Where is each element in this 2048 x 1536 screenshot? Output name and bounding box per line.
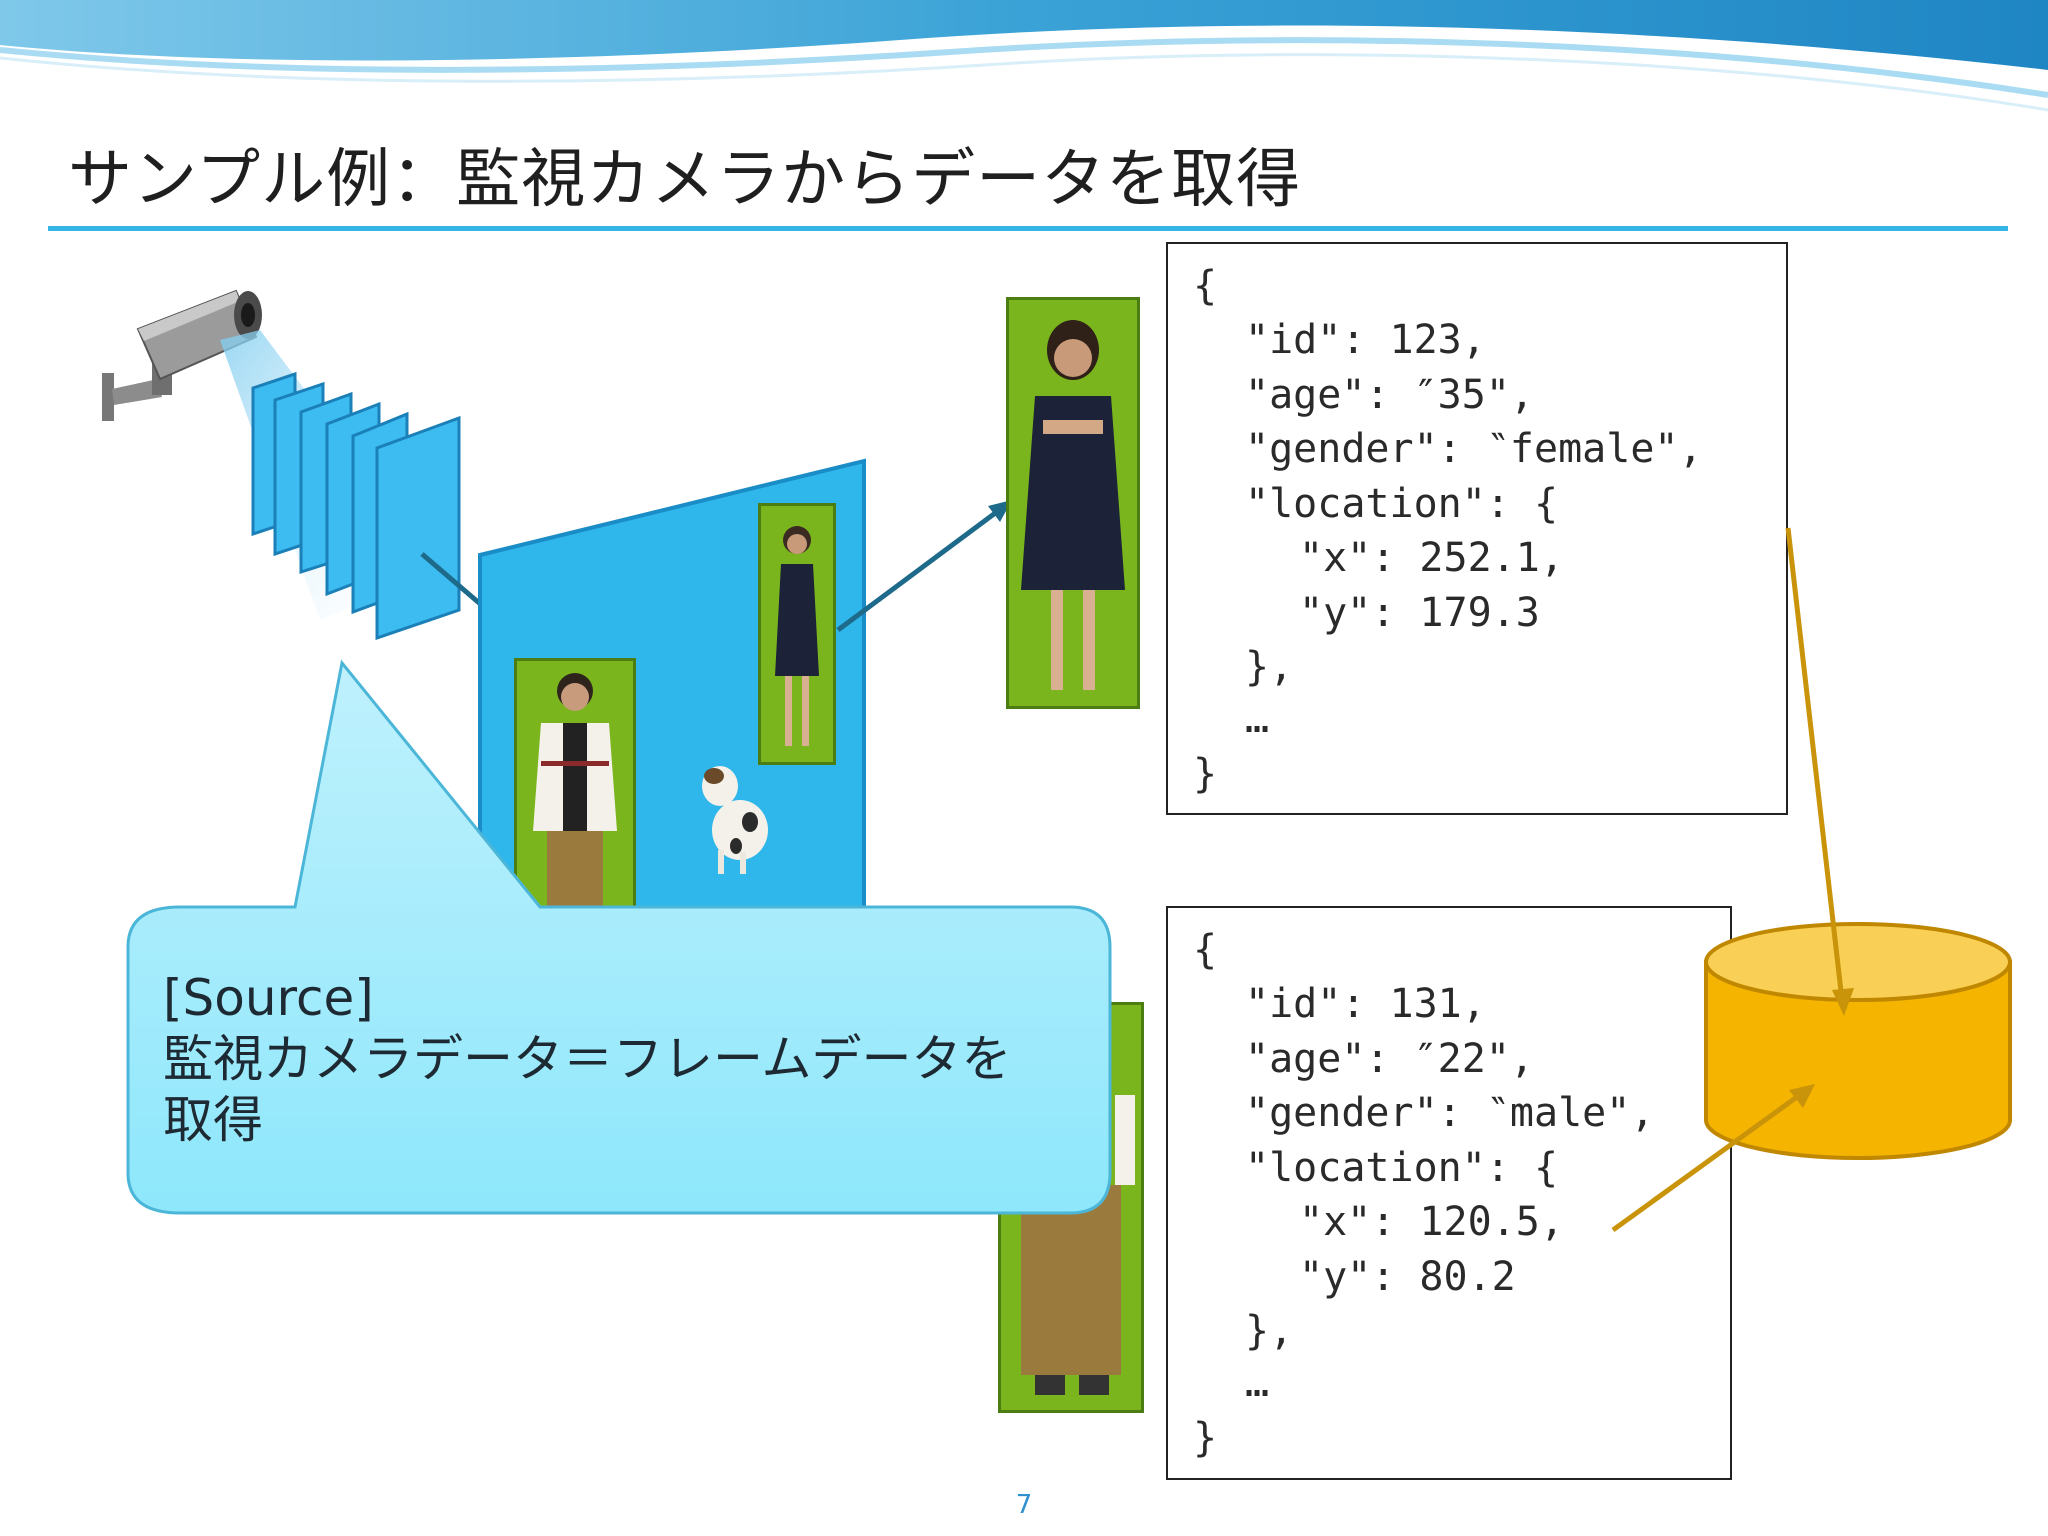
source-callout-bubble bbox=[126, 659, 1112, 1215]
json-line: "location": { bbox=[1245, 481, 1559, 527]
json-record-1: { "id": 123, "age": ″35", "gender": ‶fem… bbox=[1166, 242, 1788, 815]
json-line: "id": 131, bbox=[1245, 981, 1486, 1027]
video-frames-stack bbox=[251, 371, 461, 640]
json-line: "location": { bbox=[1245, 1145, 1559, 1191]
json-line: }, bbox=[1245, 644, 1294, 690]
json-line: "x": 252.1, bbox=[1299, 535, 1564, 581]
json-line: "id": 123, bbox=[1245, 317, 1486, 363]
json-line: } bbox=[1193, 1415, 1218, 1461]
callout-heading: [Source] bbox=[163, 969, 374, 1027]
callout-body-line: 監視カメラデータ＝フレームデータを bbox=[163, 1030, 1012, 1088]
json-line: "x": 120.5, bbox=[1299, 1199, 1564, 1245]
arrow-json2-to-database bbox=[1611, 1084, 1815, 1233]
json-line: … bbox=[1245, 1360, 1270, 1406]
json-line: "y": 80.2 bbox=[1299, 1254, 1516, 1300]
slide-title: サンプル例：監視カメラからデータを取得 bbox=[68, 143, 1302, 217]
cropped-person-woman bbox=[1006, 297, 1140, 709]
json-line: { bbox=[1193, 263, 1218, 309]
json-line: "gender": ‶male", bbox=[1245, 1090, 1655, 1136]
security-camera-icon bbox=[102, 289, 262, 421]
title-underline bbox=[48, 226, 2008, 231]
arrow-frame-to-crop-top bbox=[836, 500, 1012, 633]
person-photo-woman-small bbox=[758, 503, 836, 765]
json-line: "age": ″35", bbox=[1245, 372, 1534, 418]
json-line: … bbox=[1245, 696, 1270, 742]
callout-text: [Source] 監視カメラデータ＝フレームデータを 取得 bbox=[163, 968, 1063, 1151]
json-line: "y": 179.3 bbox=[1299, 590, 1540, 636]
page-number: 7 bbox=[1015, 1490, 1033, 1520]
arrow-json1-to-database bbox=[1785, 527, 1854, 1016]
header-wave-decoration bbox=[0, 0, 2048, 112]
dog-photo bbox=[702, 766, 768, 874]
json-line: { bbox=[1193, 927, 1218, 973]
json-line: }, bbox=[1245, 1308, 1294, 1354]
json-line: } bbox=[1193, 751, 1218, 797]
json-line: "age": ″22", bbox=[1245, 1036, 1534, 1082]
callout-body-line: 取得 bbox=[163, 1091, 263, 1149]
json-line: "gender": ‶female", bbox=[1245, 426, 1703, 472]
json-record-2: { "id": 131, "age": ″22", "gender": ‶mal… bbox=[1166, 906, 1732, 1480]
